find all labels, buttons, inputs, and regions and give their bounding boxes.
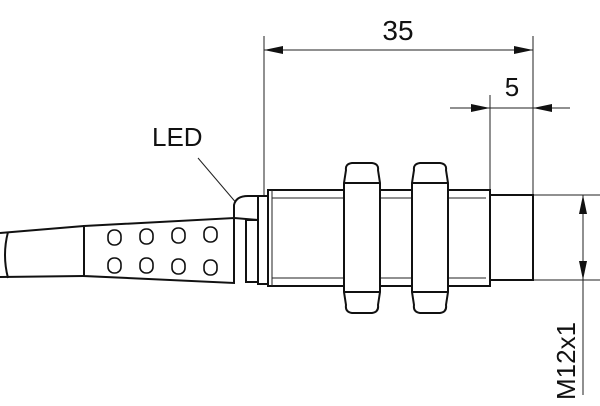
lock-nut-rear <box>343 162 381 314</box>
dimension-thread: M12x1 <box>533 194 600 400</box>
strain-relief <box>83 216 235 285</box>
cable <box>0 225 85 279</box>
lock-nut-front <box>411 162 449 314</box>
sensing-face <box>489 194 534 281</box>
dimension-length-label: 35 <box>382 15 413 46</box>
dimension-tip-label: 5 <box>505 72 519 102</box>
dimension-length-35: 35 <box>263 15 534 195</box>
led-indicator <box>233 195 259 222</box>
led-callout: LED <box>152 122 239 206</box>
dimension-thread-label: M12x1 <box>551 322 581 400</box>
led-label: LED <box>152 122 203 152</box>
